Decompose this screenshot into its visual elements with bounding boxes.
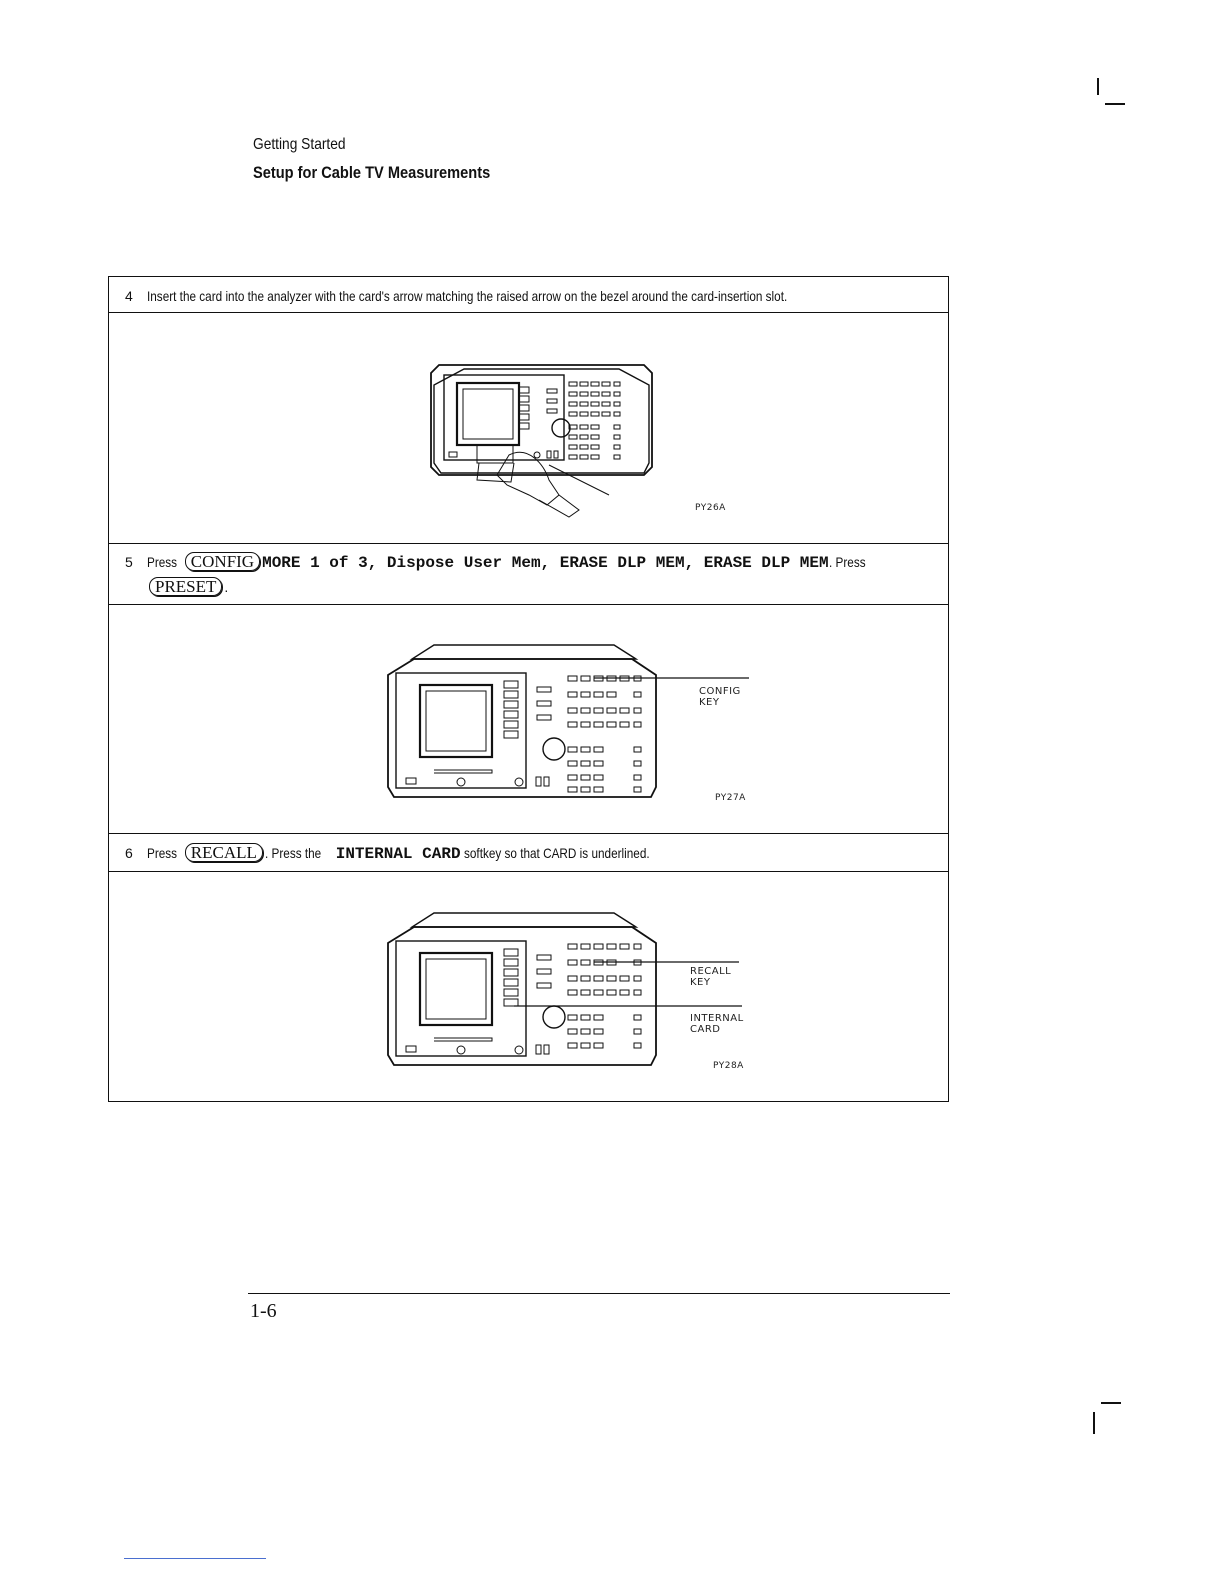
figure-id-py28a: PY28A xyxy=(713,1061,744,1071)
config-key: CONFIG xyxy=(184,552,261,571)
page-number: 1-6 xyxy=(250,1300,277,1322)
crop-mark-top-vertical xyxy=(1097,78,1099,95)
crop-mark-bottom-horizontal xyxy=(1101,1402,1121,1404)
preset-key: PRESET xyxy=(149,577,223,596)
step-5-text-cont: PRESET. xyxy=(147,575,932,599)
footer-rule xyxy=(248,1293,950,1294)
figure-id-py27a: PY27A xyxy=(715,793,746,803)
row-divider xyxy=(109,871,948,872)
step-4-text: 4 Insert the card into the analyzer with … xyxy=(125,284,932,308)
crop-mark-bottom-vertical xyxy=(1093,1412,1095,1434)
recall-key: RECALL xyxy=(184,843,263,862)
analyzer-config-key-figure xyxy=(387,644,749,798)
softkey-sequence: MORE 1 of 3, Dispose User Mem, ERASE DLP… xyxy=(262,554,829,572)
analyzer-card-insertion-figure xyxy=(430,364,653,518)
row-divider xyxy=(109,604,948,605)
internal-card-callout: INTERNAL CARD xyxy=(690,1013,744,1035)
row-divider xyxy=(109,833,948,834)
section-header: Getting Started xyxy=(253,136,346,153)
procedure-table: 4 Insert the card into the analyzer with … xyxy=(108,276,949,1102)
row-divider xyxy=(109,543,948,544)
step-number: 5 xyxy=(125,554,133,570)
page-title: Setup for Cable TV Measurements xyxy=(253,163,491,182)
step-number: 6 xyxy=(125,845,133,861)
recall-key-callout: RECALL KEY xyxy=(690,966,732,988)
figure-id-py26a: PY26A xyxy=(695,503,726,513)
config-key-callout: CONFIG KEY xyxy=(699,686,741,708)
analyzer-recall-key-figure xyxy=(387,912,742,1066)
bottom-link-rule xyxy=(124,1558,266,1559)
crop-mark-top-horizontal xyxy=(1105,103,1125,105)
internal-card-softkey: INTERNAL CARD xyxy=(335,845,461,863)
step-instruction: Insert the card into the analyzer with t… xyxy=(147,288,788,304)
step-number: 4 xyxy=(125,288,133,304)
row-divider xyxy=(109,312,948,313)
